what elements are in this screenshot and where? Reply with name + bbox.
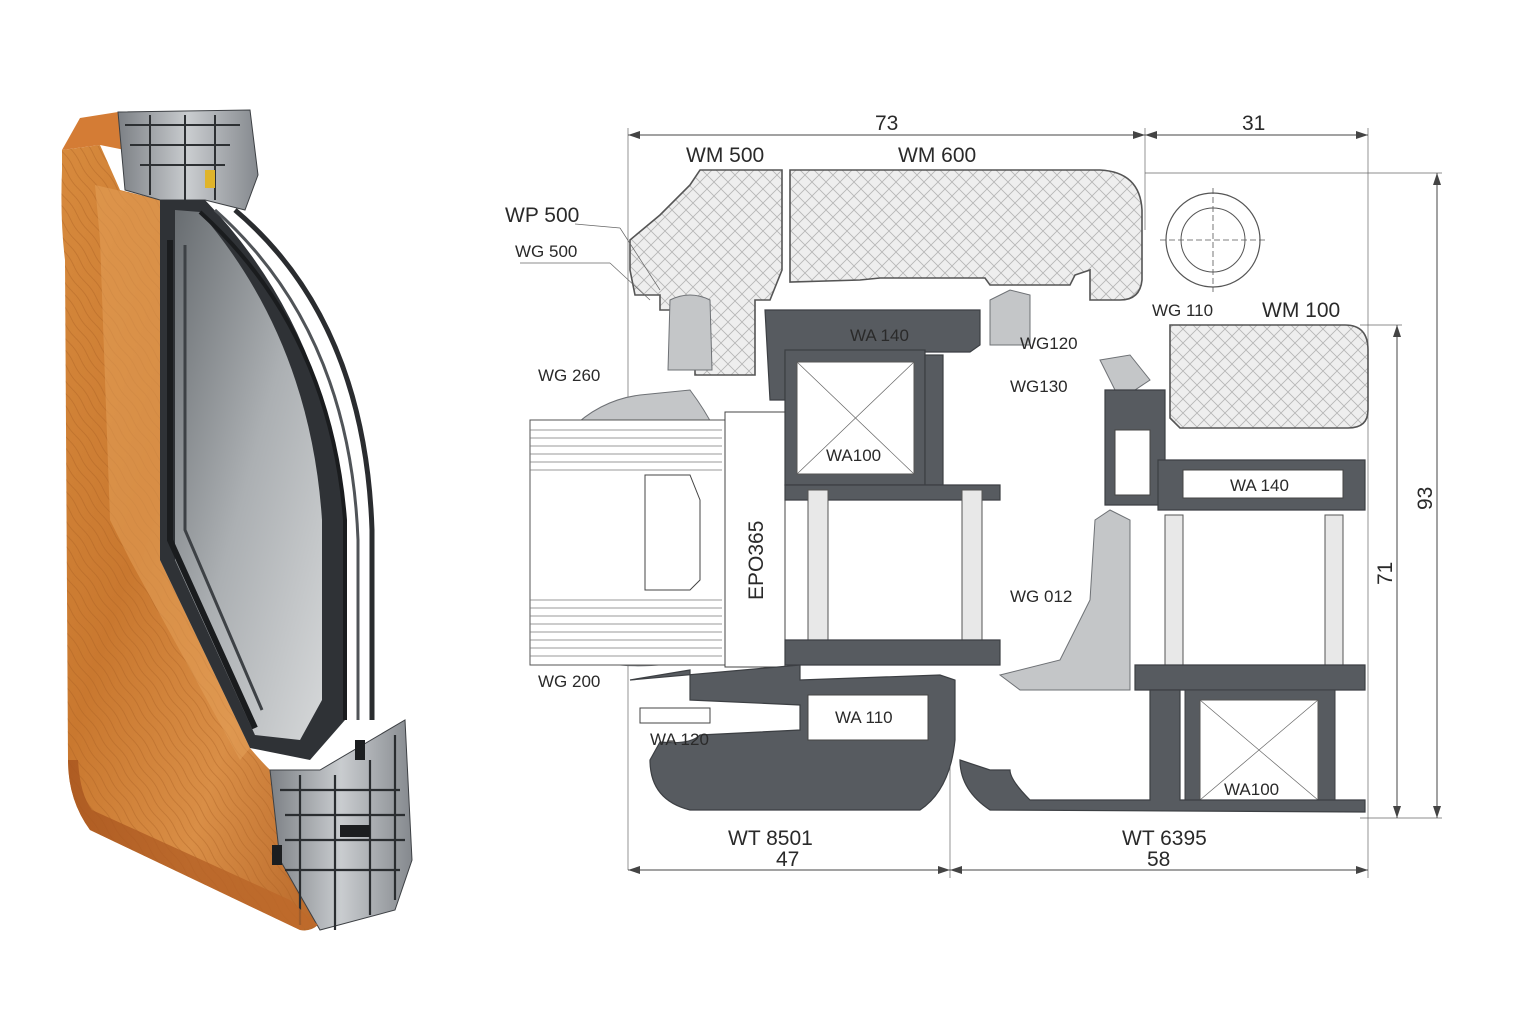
label-epo365: EPO365 xyxy=(745,521,768,600)
leader-lines xyxy=(520,223,661,301)
label-wa140-right: WA 140 xyxy=(1230,476,1289,495)
aluminium-sash xyxy=(629,309,1001,811)
label-wg130: WG130 xyxy=(1010,377,1068,396)
label-wm100: WM 100 xyxy=(1262,299,1340,322)
dim-73: 73 xyxy=(875,112,898,135)
dim-93: 93 xyxy=(1414,487,1437,510)
label-wa100-left: WA100 xyxy=(826,446,881,465)
section-drawing: WP 500 WG 500 WM 500 WM 600 WG 260 WA 14… xyxy=(505,112,1442,878)
dim-47: 47 xyxy=(776,848,799,871)
label-wg110: WG 110 xyxy=(1152,301,1213,320)
label-wp500: WP 500 xyxy=(505,204,579,227)
label-wm600: WM 600 xyxy=(898,144,976,167)
label-wt8501: WT 8501 xyxy=(728,827,813,850)
label-wg200: WG 200 xyxy=(538,672,600,691)
dim-31: 31 xyxy=(1242,112,1265,135)
label-wa100-right: WA100 xyxy=(1224,780,1279,799)
window-corner-3d-illustration xyxy=(61,109,413,931)
label-wg012: WG 012 xyxy=(1010,587,1072,606)
wood-profile-wm100 xyxy=(1169,324,1369,429)
label-wm500: WM 500 xyxy=(686,144,764,167)
label-wa120: WA 120 xyxy=(650,730,709,749)
dim-71: 71 xyxy=(1374,562,1397,585)
dim-58: 58 xyxy=(1147,848,1170,871)
wood-profile-wm600 xyxy=(789,169,1143,301)
glazing-unit xyxy=(529,411,786,668)
label-wa140-top: WA 140 xyxy=(850,326,909,345)
label-wg260: WG 260 xyxy=(538,366,600,385)
label-wg120: WG120 xyxy=(1020,334,1078,353)
label-wt6395: WT 6395 xyxy=(1122,827,1207,850)
label-wa110: WA 110 xyxy=(835,708,893,727)
aluminium-frame xyxy=(959,389,1366,813)
label-wg500: WG 500 xyxy=(515,242,577,261)
drainage-symbol-icon xyxy=(1160,188,1266,292)
